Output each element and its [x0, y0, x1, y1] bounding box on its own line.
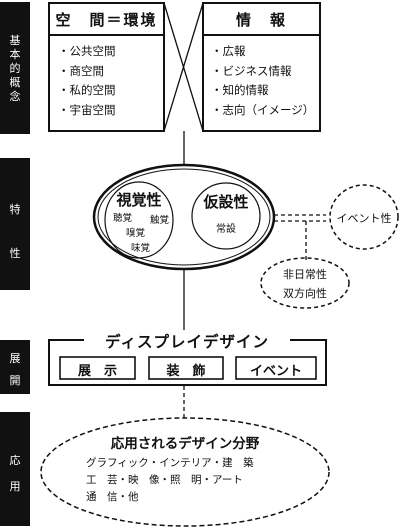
list-item: ・宇宙空間: [58, 102, 116, 117]
list-item: ・私的空間: [58, 83, 116, 97]
extra-trait-1: 非日常性: [283, 268, 327, 281]
sense-smell: 嗅覚: [126, 228, 146, 239]
display-title-backdrop: [84, 330, 290, 350]
applications-title: 応用されるデザイン分野: [110, 436, 260, 452]
part-box-event: [235, 356, 317, 380]
list-item: ・知的情報: [211, 83, 269, 97]
part-decoration: 装 飾: [166, 364, 206, 379]
list-item: ・志向（イメージ）: [211, 102, 315, 117]
event-trait-label: イベント性: [336, 212, 392, 225]
list-item: ・ビジネス情報: [211, 63, 292, 78]
sidebar-label-development: 展開: [9, 352, 21, 387]
visual-circle: [104, 181, 174, 259]
applications-line-3: 通 信・他: [86, 491, 139, 503]
sense-hearing: 聴覚: [113, 213, 133, 224]
sidebar-bar-concept: [0, 2, 30, 134]
applications-line-1: グラフィック・インテリア・建 築: [86, 457, 254, 469]
extra-trait-2: 双方向性: [283, 287, 327, 300]
list-item: ・商空間: [58, 63, 104, 78]
info-box-list: ・広報 ・ビジネス情報 ・知的情報 ・志向（イメージ）: [211, 42, 314, 120]
display-bracket-bottom: [48, 377, 327, 386]
applications-ellipse: [40, 417, 330, 527]
sidebar-bar-application: [0, 412, 30, 526]
traits-inner-ellipse: [97, 168, 271, 266]
sidebar-label-application: 応用: [9, 454, 21, 493]
sidebar-label-traits: 特性: [9, 203, 21, 260]
info-box-frame: [202, 2, 321, 132]
sidebar-bar-traits: [0, 158, 30, 290]
visual-title: 視覚性: [116, 191, 162, 209]
sidebar-bar-development: [0, 340, 30, 394]
temporary-sub: 常設: [216, 224, 236, 235]
event-circle: [329, 184, 399, 250]
info-box-title: 情 報: [235, 11, 287, 29]
space-box-list: ・公共空間 ・商空間 ・私的空間 ・宇宙空間: [58, 42, 116, 120]
sidebar-label-concept: 基本的概念: [9, 34, 21, 103]
sense-taste: 味覚: [131, 243, 151, 254]
part-event: イベント: [249, 364, 302, 379]
part-box-exhibit: [59, 356, 136, 380]
space-box-title: 空 間＝環境: [55, 11, 158, 29]
list-item: ・広報: [211, 44, 246, 58]
cross-line-b: [163, 2, 204, 132]
applications-line-2: 工 芸・映 像・照 明・アート: [86, 474, 243, 486]
list-item: ・公共空間: [58, 44, 116, 58]
temporary-title: 仮設性: [203, 193, 249, 211]
part-exhibit: 展 示: [77, 364, 117, 379]
space-box-frame: [48, 2, 165, 132]
display-design-title: ディスプレイデザイン: [105, 333, 269, 351]
sense-touch: 触覚: [150, 215, 170, 226]
temporary-circle: [191, 182, 261, 250]
part-box-decoration: [148, 356, 224, 380]
extra-ellipse: [260, 257, 350, 309]
